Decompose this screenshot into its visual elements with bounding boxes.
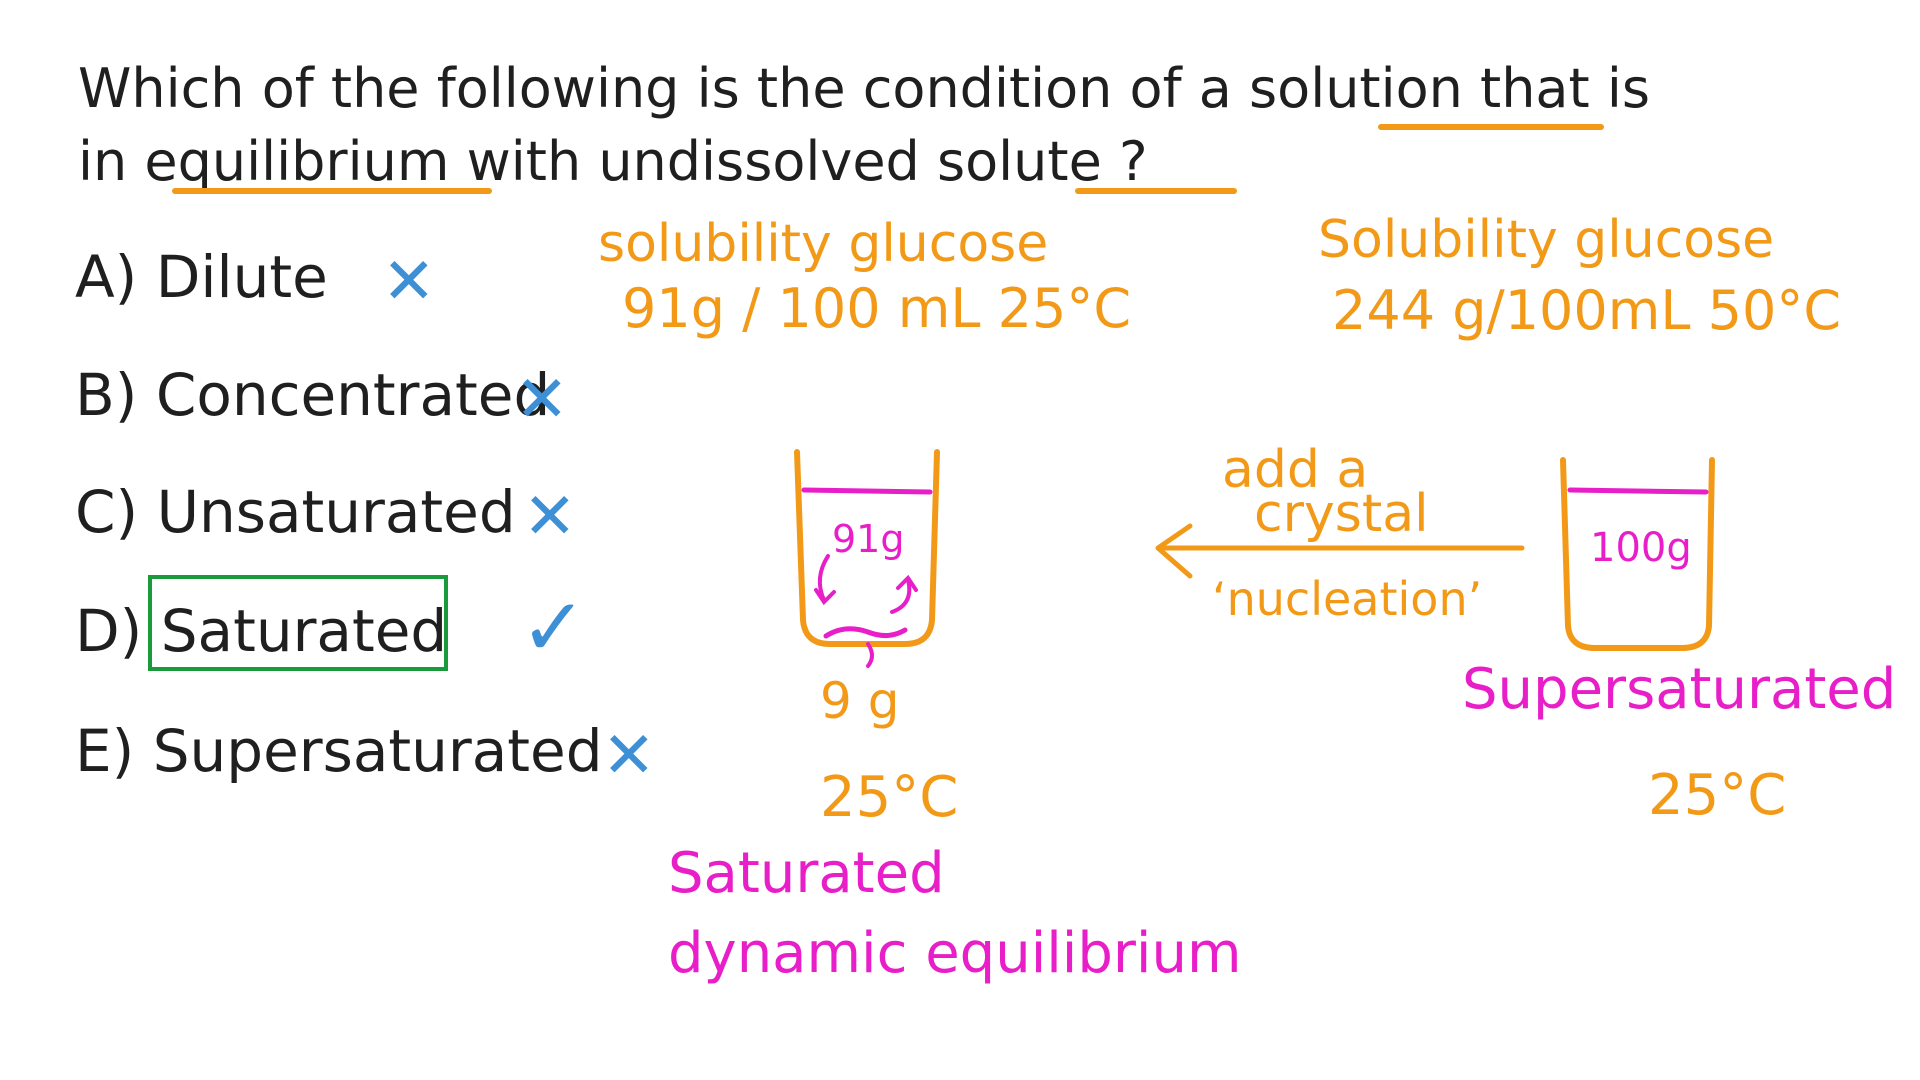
question-line-2: in equilibrium with undissolved solute ? (78, 130, 1148, 193)
arrow-left-icon (1155, 523, 1193, 579)
cross-icon: ✕ (523, 480, 577, 554)
option-d[interactable]: D) Saturated (75, 597, 448, 665)
option-a[interactable]: A) Dilute (75, 243, 328, 311)
cycle-arrow-left (817, 554, 830, 602)
left-beaker-undissolved: 9 g (820, 672, 900, 730)
cycle-arrow-right (890, 578, 912, 614)
arrow-label-nucleation: ‘nucleation’ (1212, 572, 1483, 626)
left-beaker-temperature: 25°C (820, 765, 959, 830)
right-beaker-surface (1567, 487, 1709, 495)
question-line-1: Which of the following is the condition … (78, 57, 1650, 120)
left-beaker-crystals (823, 626, 908, 639)
cross-icon: ✕ (602, 719, 656, 793)
supersaturated-label: Supersaturated (1462, 657, 1897, 722)
arrow-label-add: add a (1222, 440, 1369, 500)
cross-icon: ✕ (515, 363, 569, 437)
right-solubility-title: Solubility glucose (1318, 210, 1775, 270)
saturated-label: Saturated (668, 841, 945, 906)
check-icon: ✓ (520, 581, 588, 674)
option-e[interactable]: E) Supersaturated (75, 717, 603, 785)
right-beaker-outline (1560, 457, 1715, 651)
underline-solute (1075, 188, 1237, 194)
arrow-label-crystal: crystal (1254, 484, 1429, 544)
answer-box (148, 575, 448, 671)
option-b[interactable]: B) Concentrated (75, 361, 551, 429)
left-beaker-content: 91g (832, 517, 905, 561)
left-solubility-value: 91g / 100 mL 25°C (622, 277, 1132, 340)
right-beaker-temperature: 25°C (1648, 763, 1787, 828)
left-beaker-surface (801, 487, 933, 495)
option-c[interactable]: C) Unsaturated (75, 478, 516, 546)
underline-solution (1378, 124, 1604, 130)
cross-icon: ✕ (382, 245, 436, 319)
left-solubility-title: solubility glucose (598, 214, 1049, 274)
underline-equilibrium (172, 188, 492, 194)
right-beaker-content: 100g (1590, 525, 1692, 571)
right-solubility-value: 244 g/100mL 50°C (1332, 279, 1842, 342)
dynamic-equilibrium-label: dynamic equilibrium (668, 921, 1242, 986)
